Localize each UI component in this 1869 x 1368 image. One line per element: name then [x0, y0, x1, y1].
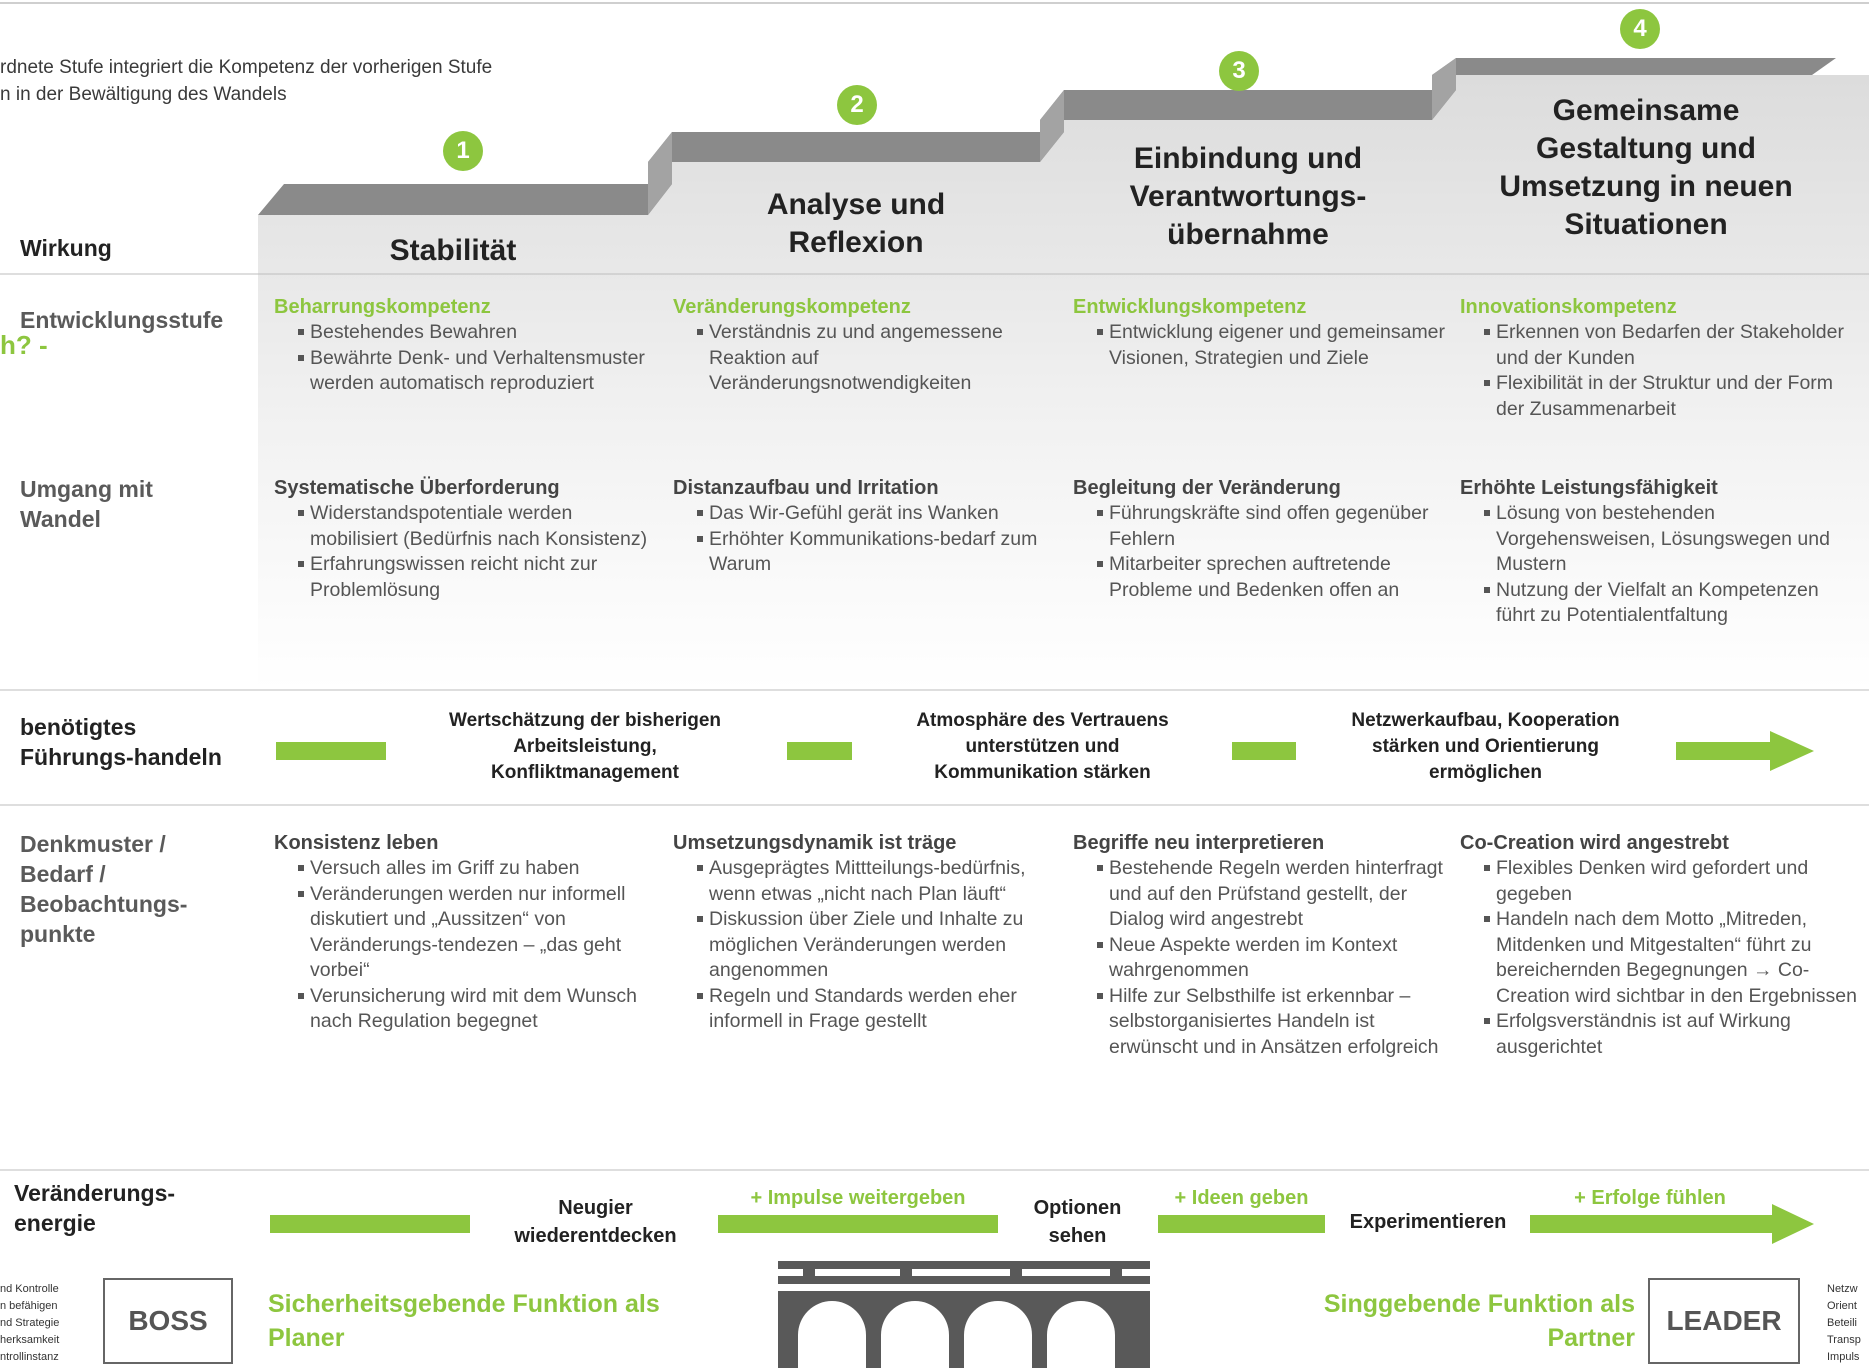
- list-item: Ausgeprägtes Mittteilungs-bedürfnis, wen…: [673, 856, 1058, 907]
- competence-heading: Innovationskompetenz: [1460, 296, 1677, 318]
- row-label-energie: Veränderungs- energie: [14, 1180, 176, 1236]
- mindset-heading: Co-Creation wird angestrebt: [1460, 832, 1729, 854]
- change-heading: Distanzaufbau und Irritation: [673, 477, 939, 499]
- energy-boost-1: + Impulse weitergeben: [750, 1187, 966, 1209]
- list-item: Widerstandspotentiale werden mobilisiert…: [274, 501, 664, 552]
- list-item: Erfolgsverständnis ist auf Wirkung ausge…: [1460, 1009, 1860, 1060]
- stage-2-competence: Veränderungskompetenz Verständnis zu und…: [673, 294, 1058, 397]
- energy-boost-2: + Ideen geben: [1174, 1187, 1309, 1209]
- list-item: Erhöhter Kommunikations-bedarf zum Warum: [673, 527, 1058, 578]
- step-title-2: Analyse und Reflexion: [766, 188, 946, 259]
- row-label-entwicklungsstufe: Entwicklungsstufe: [20, 307, 224, 333]
- list-item: Nutzung der Vielfalt an Kompetenzen führ…: [1460, 578, 1860, 629]
- step-number-4: 4: [1620, 9, 1660, 49]
- step-title-3: Einbindung und Verantwortungs- übernahme: [1129, 142, 1367, 251]
- list-item: Erfahrungswissen reicht nicht zur Proble…: [274, 552, 664, 603]
- change-heading: Systematische Überforderung: [274, 477, 560, 499]
- competence-heading: Entwicklungskompetenz: [1073, 296, 1307, 318]
- step-number-2: 2: [837, 85, 877, 125]
- leader-box: LEADER: [1648, 1278, 1800, 1364]
- row-label-fuehrung: benötigtes Führungs-handeln: [20, 714, 222, 770]
- stage-1-mindset: Konsistenz leben Versuch alles im Griff …: [274, 830, 664, 1035]
- list-item: Regeln und Standards werden eher informe…: [673, 984, 1058, 1035]
- mindset-heading: Umsetzungsdynamik ist träge: [673, 832, 957, 854]
- stage-2-mindset: Umsetzungsdynamik ist träge Ausgeprägtes…: [673, 830, 1058, 1035]
- row-label-denkmuster: Denkmuster / Bedarf / Beobachtungs- punk…: [20, 831, 188, 947]
- list-item: Entwicklung eigener und gemeinsamer Visi…: [1073, 320, 1458, 371]
- stage-4-mindset: Co-Creation wird angestrebt Flexibles De…: [1460, 830, 1860, 1060]
- row-label-wirkung: Wirkung: [20, 235, 112, 261]
- list-item: Bestehende Regeln werden hinterfragt und…: [1073, 856, 1458, 933]
- mindset-heading: Konsistenz leben: [274, 832, 439, 854]
- intro-line-2: n in der Bewältigung des Wandels: [0, 84, 287, 105]
- stage-1-competence: Beharrungskompetenz Bestehendes Bewahren…: [274, 294, 664, 397]
- list-item: Handeln nach dem Motto „Mitreden, Mitden…: [1460, 907, 1860, 1009]
- boss-box: BOSS: [103, 1278, 233, 1364]
- list-item: Flexibles Denken wird gefordert und gege…: [1460, 856, 1860, 907]
- energy-boost-3: + Erfolge fühlen: [1574, 1187, 1726, 1209]
- list-item: Bewährte Denk- und Verhaltensmuster werd…: [274, 346, 664, 397]
- list-item: Das Wir-Gefühl gerät ins Wanken: [673, 501, 1058, 527]
- leadership-text-2: Atmosphäre des Vertrauens unterstützen u…: [916, 710, 1169, 783]
- row-label-umgang: Umgang mit Wandel: [20, 476, 153, 532]
- cut-green-text: h? -: [0, 330, 48, 360]
- leader-function: Singgebende Funktion als Partner: [1323, 1290, 1635, 1352]
- leadership-text-1: Wertschätzung der bisherigen Arbeitsleis…: [448, 710, 722, 783]
- list-item: Verunsicherung wird mit dem Wunsch nach …: [274, 984, 664, 1035]
- list-item: Versuch alles im Griff zu haben: [274, 856, 664, 882]
- step-number-3: 3: [1219, 51, 1259, 91]
- list-item: Veränderungen werden nur informell disku…: [274, 882, 664, 984]
- change-heading: Erhöhte Leistungsfähigkeit: [1460, 477, 1718, 499]
- competence-heading: Beharrungskompetenz: [274, 296, 491, 318]
- list-item: Flexibilität in der Struktur und der For…: [1460, 371, 1860, 422]
- energy-step-2: Optionen sehen: [1033, 1197, 1122, 1247]
- stage-3-mindset: Begriffe neu interpretieren Bestehende R…: [1073, 830, 1458, 1060]
- list-item: Erkennen von Bedarfen der Stakeholder un…: [1460, 320, 1860, 371]
- list-item: Diskussion über Ziele und Inhalte zu mög…: [673, 907, 1058, 984]
- stage-3-change: Begleitung der Veränderung Führungskräft…: [1073, 475, 1458, 603]
- stage-2-change: Distanzaufbau und Irritation Das Wir-Gef…: [673, 475, 1058, 578]
- step-title-1: Stabilität: [389, 234, 517, 267]
- intro-line-1: rdnete Stufe integriert die Kompetenz de…: [0, 57, 493, 78]
- competence-heading: Veränderungskompetenz: [673, 296, 911, 318]
- mindset-heading: Begriffe neu interpretieren: [1073, 832, 1325, 854]
- step-number-1: 1: [443, 131, 483, 171]
- stage-1-change: Systematische Überforderung Widerstandsp…: [274, 475, 664, 603]
- list-item: Führungskräfte sind offen gegenüber Fehl…: [1073, 501, 1458, 552]
- list-item: Verständnis zu und angemessene Reaktion …: [673, 320, 1058, 397]
- boss-function: Sicherheitsgebende Funktion als Planer: [268, 1290, 660, 1352]
- stage-3-competence: Entwicklungskompetenz Entwicklung eigene…: [1073, 294, 1458, 371]
- list-item: Neue Aspekte werden im Kontext wahrgenom…: [1073, 933, 1458, 984]
- energy-step-3: Experimentieren: [1349, 1211, 1507, 1233]
- list-item: Hilfe zur Selbsthilfe ist erkennbar – se…: [1073, 984, 1458, 1061]
- list-item: Mitarbeiter sprechen auftretende Problem…: [1073, 552, 1458, 603]
- energy-step-1: Neugier wiederentdecken: [514, 1197, 677, 1247]
- change-heading: Begleitung der Veränderung: [1073, 477, 1341, 499]
- list-item: Lösung von bestehenden Vorgehensweisen, …: [1460, 501, 1860, 578]
- boss-side-text: nd Kontrolle n befähigen nd Strategie he…: [0, 1283, 60, 1363]
- stage-4-competence: Innovationskompetenz Erkennen von Bedarf…: [1460, 294, 1860, 422]
- list-item: Bestehendes Bewahren: [274, 320, 664, 346]
- step-title-4: Gemeinsame Gestaltung und Umsetzung in n…: [1499, 94, 1793, 241]
- leadership-text-3: Netzwerkaufbau, Kooperation stärken und …: [1351, 710, 1620, 783]
- leader-side-text: Netzw Orient Beteili Transp Impuls: [1827, 1283, 1861, 1363]
- stage-4-change: Erhöhte Leistungsfähigkeit Lösung von be…: [1460, 475, 1860, 629]
